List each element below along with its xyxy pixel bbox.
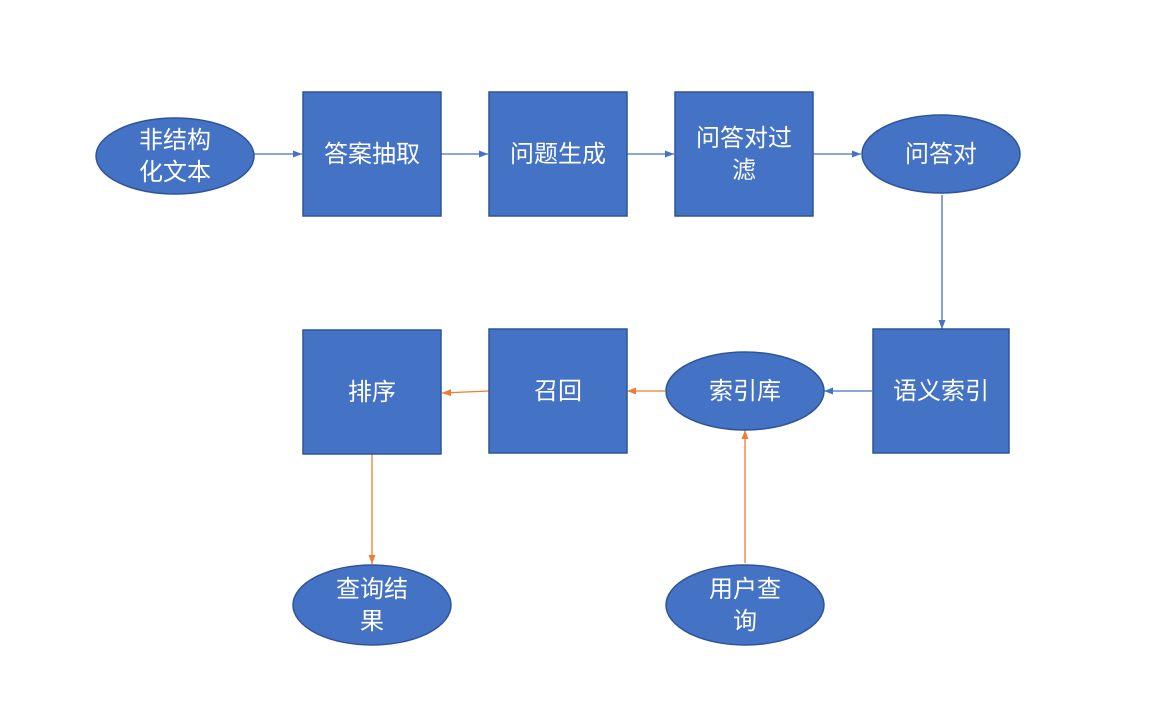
rect-shape	[872, 328, 1010, 454]
node-label-line: 查询结	[336, 575, 408, 603]
node-label-line: 询	[733, 607, 757, 635]
node-label-line: 滤	[732, 156, 756, 184]
node-label: 非结构化文本	[139, 126, 211, 186]
edge-recall-to-ranking	[441, 389, 490, 397]
node-label: 语义索引	[893, 377, 989, 405]
ellipse-shape	[861, 114, 1021, 194]
node-semantic-index: 语义索引	[872, 328, 1010, 454]
node-qa-pair-filtering: 问答对过滤	[674, 91, 814, 217]
node-label-line: 化文本	[139, 158, 211, 186]
node-label: 查询结果	[336, 575, 408, 635]
node-recall: 召回	[488, 328, 628, 454]
edges-layer	[254, 150, 946, 564]
ellipse-shape	[665, 351, 825, 431]
node-label-line: 非结构	[139, 126, 211, 154]
node-label-line: 索引库	[709, 377, 781, 405]
node-label-line: 排序	[348, 378, 396, 406]
node-answer-extraction: 答案抽取	[302, 91, 442, 217]
ellipse-shape	[665, 564, 825, 646]
rect-shape	[302, 329, 442, 455]
node-query-results: 查询结果	[292, 564, 452, 646]
node-user-query: 用户查询	[665, 564, 825, 646]
ellipse-shape	[95, 117, 255, 195]
node-label-line: 用户查	[709, 575, 781, 603]
node-label: 召回	[534, 377, 582, 405]
node-label-line: 召回	[534, 377, 582, 405]
node-label-line: 问答对过	[696, 124, 792, 152]
node-label-line: 问题生成	[510, 140, 606, 168]
node-label: 索引库	[709, 377, 781, 405]
node-label: 问答对	[905, 140, 977, 168]
node-ranking: 排序	[302, 329, 442, 455]
node-label: 排序	[348, 378, 396, 406]
node-label-line: 语义索引	[893, 377, 989, 405]
node-label: 答案抽取	[324, 140, 420, 168]
rect-shape	[488, 91, 628, 217]
node-label-line: 果	[360, 607, 384, 635]
node-question-generation: 问题生成	[488, 91, 628, 217]
rect-shape	[488, 328, 628, 454]
node-unstructured-text: 非结构化文本	[95, 117, 255, 195]
rect-shape	[302, 91, 442, 217]
node-label: 问答对过滤	[696, 124, 792, 184]
ellipse-shape	[292, 564, 452, 646]
node-label-line: 答案抽取	[324, 140, 420, 168]
node-label: 用户查询	[709, 575, 781, 635]
node-index-store: 索引库	[665, 351, 825, 431]
node-label-line: 问答对	[905, 140, 977, 168]
nodes-layer: 非结构化文本 答案抽取 问题生成 问答对过滤 问答对 语义索引 索引库	[95, 91, 1021, 646]
node-label: 问题生成	[510, 140, 606, 168]
node-qa-pairs: 问答对	[861, 114, 1021, 194]
rect-shape	[674, 91, 814, 217]
